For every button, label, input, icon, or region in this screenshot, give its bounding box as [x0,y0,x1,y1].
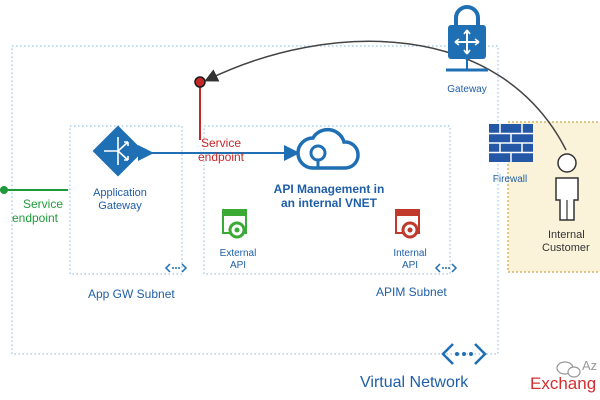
cloud-api-icon[interactable] [296,127,360,170]
api-management-line2: an internal VNET [280,196,378,211]
app-gw-subnet-icon [164,263,188,273]
external-api-label: External API [212,248,264,272]
customer-to-endpoint-arrow [204,40,567,151]
application-gateway-line1: Application [93,187,147,199]
api-management-label: API Management in an internal VNET [256,182,402,211]
watermark-line1: Az [582,358,598,373]
firewall-label: Firewall [492,174,528,185]
watermark-line2: Exchang [530,374,597,393]
lock-gateway-icon[interactable] [446,5,488,72]
internal-customer-label: Internal Customer [540,229,600,255]
apim-subnet-label: APIM Subnet [376,285,447,299]
virtual-network-boundary [11,45,499,355]
green-endpoint-line2: endpoint [11,211,59,226]
application-gateway-icon[interactable] [92,125,144,177]
app-gw-subnet-label: App GW Subnet [88,287,175,301]
apim-subnet-box [203,125,451,275]
green-endpoint-line1: Service [22,197,63,211]
vnet-icon[interactable] [441,343,487,365]
application-gateway-line2: Gateway [98,200,142,213]
apim-subnet-icon [434,263,458,273]
red-endpoint-label: Service endpoint [192,136,250,165]
brick-wall-icon[interactable] [489,124,533,162]
app-gw-subnet-box [69,125,183,275]
internal-api-label: Internal API [384,248,436,272]
internal-api-line2: API [401,260,419,271]
virtual-network-label: Virtual Network [360,374,469,391]
green-endpoint-dot [0,186,8,194]
internal-api-icon[interactable] [395,209,420,239]
red-endpoint-dot[interactable] [194,76,206,88]
watermark-chat-icon [556,361,581,378]
internal-api-line1: Internal [393,248,427,259]
red-endpoint-line1: Service [200,136,241,150]
internal-customer-line2: Customer [542,242,590,255]
person-icon[interactable] [555,153,579,221]
green-endpoint-label: Service endpoint [4,197,66,226]
external-api-line1: External [219,248,257,259]
api-management-line1: API Management in [273,182,385,196]
application-gateway-label: Application Gateway [82,187,158,213]
red-endpoint-line2: endpoint [197,150,245,165]
internal-customer-line1: Internal [548,229,585,241]
external-api-icon[interactable] [222,209,247,239]
gateway-label: Gateway [447,84,487,95]
external-api-line2: API [229,260,247,271]
